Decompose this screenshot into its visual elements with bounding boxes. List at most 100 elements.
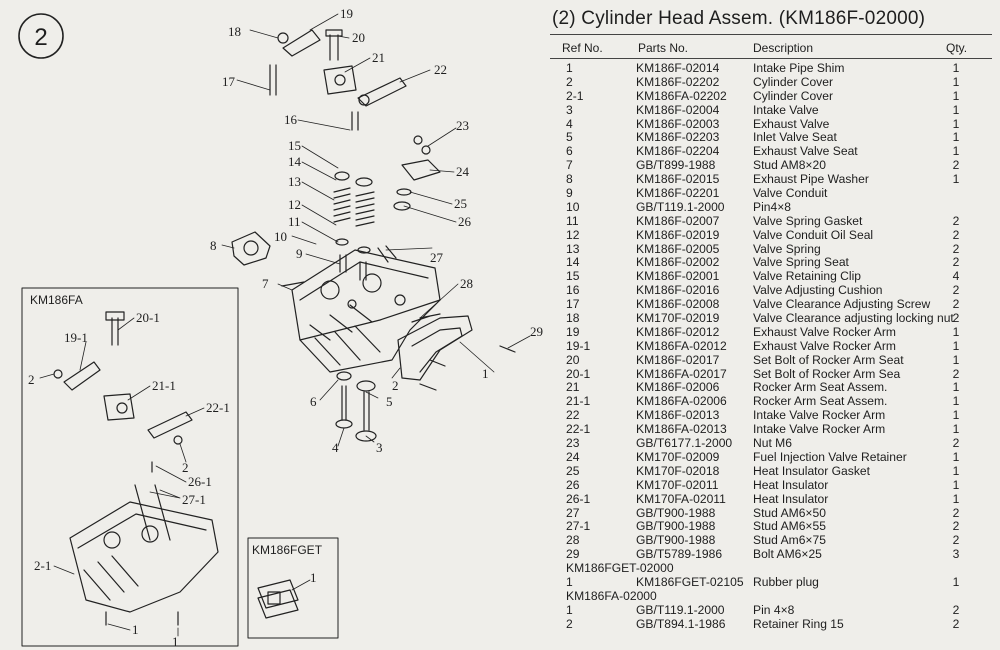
callout-20-1: 20-1 [136,310,160,325]
callout-29: 29 [530,324,543,339]
qty: 2 [952,311,960,326]
qty: 1 [952,74,960,89]
ref-no: 25 [566,463,580,478]
valve-springs [333,171,375,281]
qty: 1 [952,61,960,75]
qty: 4 [952,269,960,284]
description: Cylinder Cover [753,74,833,89]
qty: 2 [952,519,960,534]
qty: 1 [952,338,960,353]
ref-no: 20 [566,352,580,367]
part-no: KM186F-02013 [636,408,720,423]
description: Fuel Injection Valve Retainer [753,449,907,464]
description: Valve Spring Gasket [753,213,863,228]
description: Heat Insulator [753,477,829,492]
ref-no: 18 [566,311,580,326]
ref-no: 29 [566,547,580,562]
part-no: KM186F-02202 [636,74,720,89]
qty: 1 [952,491,960,506]
ref-no: 12 [566,227,580,242]
qty: 1 [952,172,960,187]
description: Exhaust Valve Seat [753,144,858,159]
part-no: KM186F-02016 [636,283,720,298]
qty: 3 [952,547,960,562]
title-divider [550,34,992,35]
description: Exhaust Pipe Washer [753,172,869,187]
table-row: 8 KM186F-02015 Exhaust Pipe Washer 1 [550,172,1000,187]
ref-no: 22 [566,408,580,423]
description: Nut M6 [753,436,792,451]
ref-no: 26 [566,477,580,492]
qty: 2 [952,602,960,617]
ref-no: 11 [566,213,579,228]
description: Stud AM8×20 [753,158,826,173]
ref-no: 20-1 [566,366,591,381]
callout-22-1: 22-1 [206,400,230,415]
callout-26-1: 26-1 [188,474,212,489]
callout-12: 12 [288,197,301,212]
callout-6: 6 [310,394,317,409]
leader-lines [39,13,531,637]
qty: 1 [952,449,960,464]
parts-list-panel: (2) Cylinder Head Assem. (KM186F-02000) … [550,0,1000,650]
description: Valve Conduit [753,186,828,201]
diagram-svg: 2 KM186FA KM186FGET 1 2 3 4 5 6 7 8 9 10… [18,6,543,649]
callout-13: 13 [288,174,301,189]
ref-no: 8 [566,172,573,187]
part-no: KM186F-02201 [636,186,720,201]
qty: 2 [952,158,960,173]
part-no: GB/T6177.1-2000 [636,436,733,451]
inset-fa-rocker-parts [53,311,193,541]
description: Intake Valve Rocker Arm [753,408,886,423]
exploded-diagram: 2 KM186FA KM186FGET 1 2 3 4 5 6 7 8 9 10… [18,6,543,649]
part-no: KM186F-02004 [636,102,720,117]
figure-number: 2 [34,24,47,51]
callout-inset-1b: 1 [172,634,179,649]
description: Exhaust Valve Rocker Arm [753,338,896,353]
description: Valve Conduit Oil Seal [753,227,874,242]
ref-no: 19-1 [566,338,591,353]
header-description: Description [753,41,814,55]
ref-no: 6 [566,144,573,159]
ref-no: 21 [566,380,580,395]
qty: 1 [952,144,960,159]
description: Rubber plug [753,574,819,589]
callout-2: 2 [392,378,399,393]
part-no: KM170FA-02011 [636,491,726,506]
part-no: GB/T900-1988 [636,519,716,534]
part-no: KM186F-02017 [636,352,720,367]
fuel-injection-retainer [393,135,441,211]
callout-16: 16 [284,112,298,127]
part-no: GB/T119.1-2000 [636,199,725,214]
callout-22: 22 [434,62,447,77]
ref-no: 15 [566,269,580,284]
qty: 2 [952,283,960,298]
ref-no: 3 [566,102,573,117]
qty: 1 [952,102,960,117]
part-no: KM186F-02015 [636,172,720,187]
description: Exhaust Valve Rocker Arm [753,324,896,339]
qty: 2 [952,366,960,381]
callout-inset-1a: 1 [132,622,139,637]
description: Rocker Arm Seat Assem. [753,380,888,395]
ref-no: 19 [566,324,580,339]
part-no: KM170F-02011 [636,477,719,492]
